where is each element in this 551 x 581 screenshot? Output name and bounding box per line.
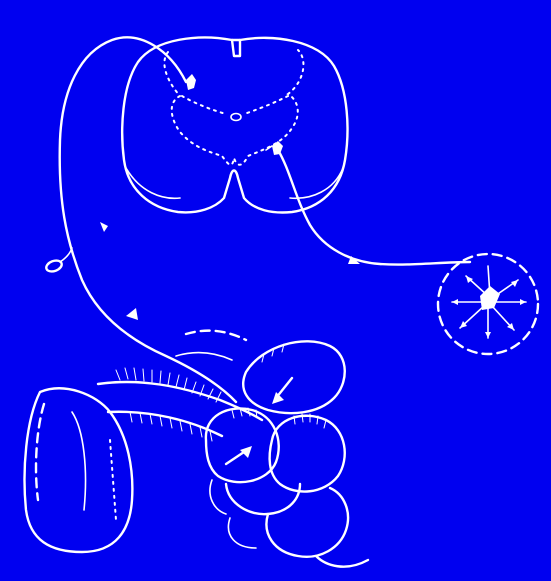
arrow-down-left-shaft (276, 378, 292, 398)
dorsal-horn-neuron (186, 74, 196, 90)
spinal-cord-depth-edge (126, 168, 180, 198)
arrow-up-right-shaft (226, 452, 244, 464)
left-lobe-scallop (210, 480, 226, 514)
left-lobe-scallop-2 (228, 518, 256, 548)
organ-shaft-upper (98, 382, 262, 420)
lower-organ-loop (266, 488, 348, 557)
left-organ-dashed-inner (36, 404, 44, 500)
left-organ-fold (72, 412, 86, 510)
efferent-pathway (278, 150, 538, 354)
nerve-twig-1 (176, 353, 232, 360)
afferent-pathway (45, 37, 236, 402)
nerve-twig-2 (186, 331, 246, 340)
arrow-afferent-upper (100, 222, 108, 232)
afferent-nerve-fiber (60, 37, 236, 402)
bladder-outline (243, 341, 345, 413)
grey-matter-inner-left (182, 96, 226, 114)
lateral-horn-neuron (272, 141, 283, 155)
prostate-lobe-left (206, 408, 279, 482)
posterior-median-sulcus (232, 40, 240, 56)
left-organ-dots (110, 440, 116, 520)
pelvic-organs (25, 331, 368, 567)
ganglion-stem (60, 248, 72, 262)
arrow-up-icon (126, 308, 138, 320)
spinal-cord-cross-section (122, 38, 347, 213)
arrow-up-right-icon (240, 446, 252, 458)
central-canal (231, 114, 241, 121)
shaft-hatching (116, 368, 221, 441)
organ-shaft-lower (108, 412, 222, 436)
grey-matter-inner-right (244, 96, 288, 114)
spinal-cord-depth-edge-right (290, 168, 343, 198)
grey-matter-outline (164, 50, 303, 165)
bottom-tail (316, 556, 368, 567)
prostate-lobe-right (270, 416, 345, 492)
spinal-cord-outline (122, 38, 347, 213)
